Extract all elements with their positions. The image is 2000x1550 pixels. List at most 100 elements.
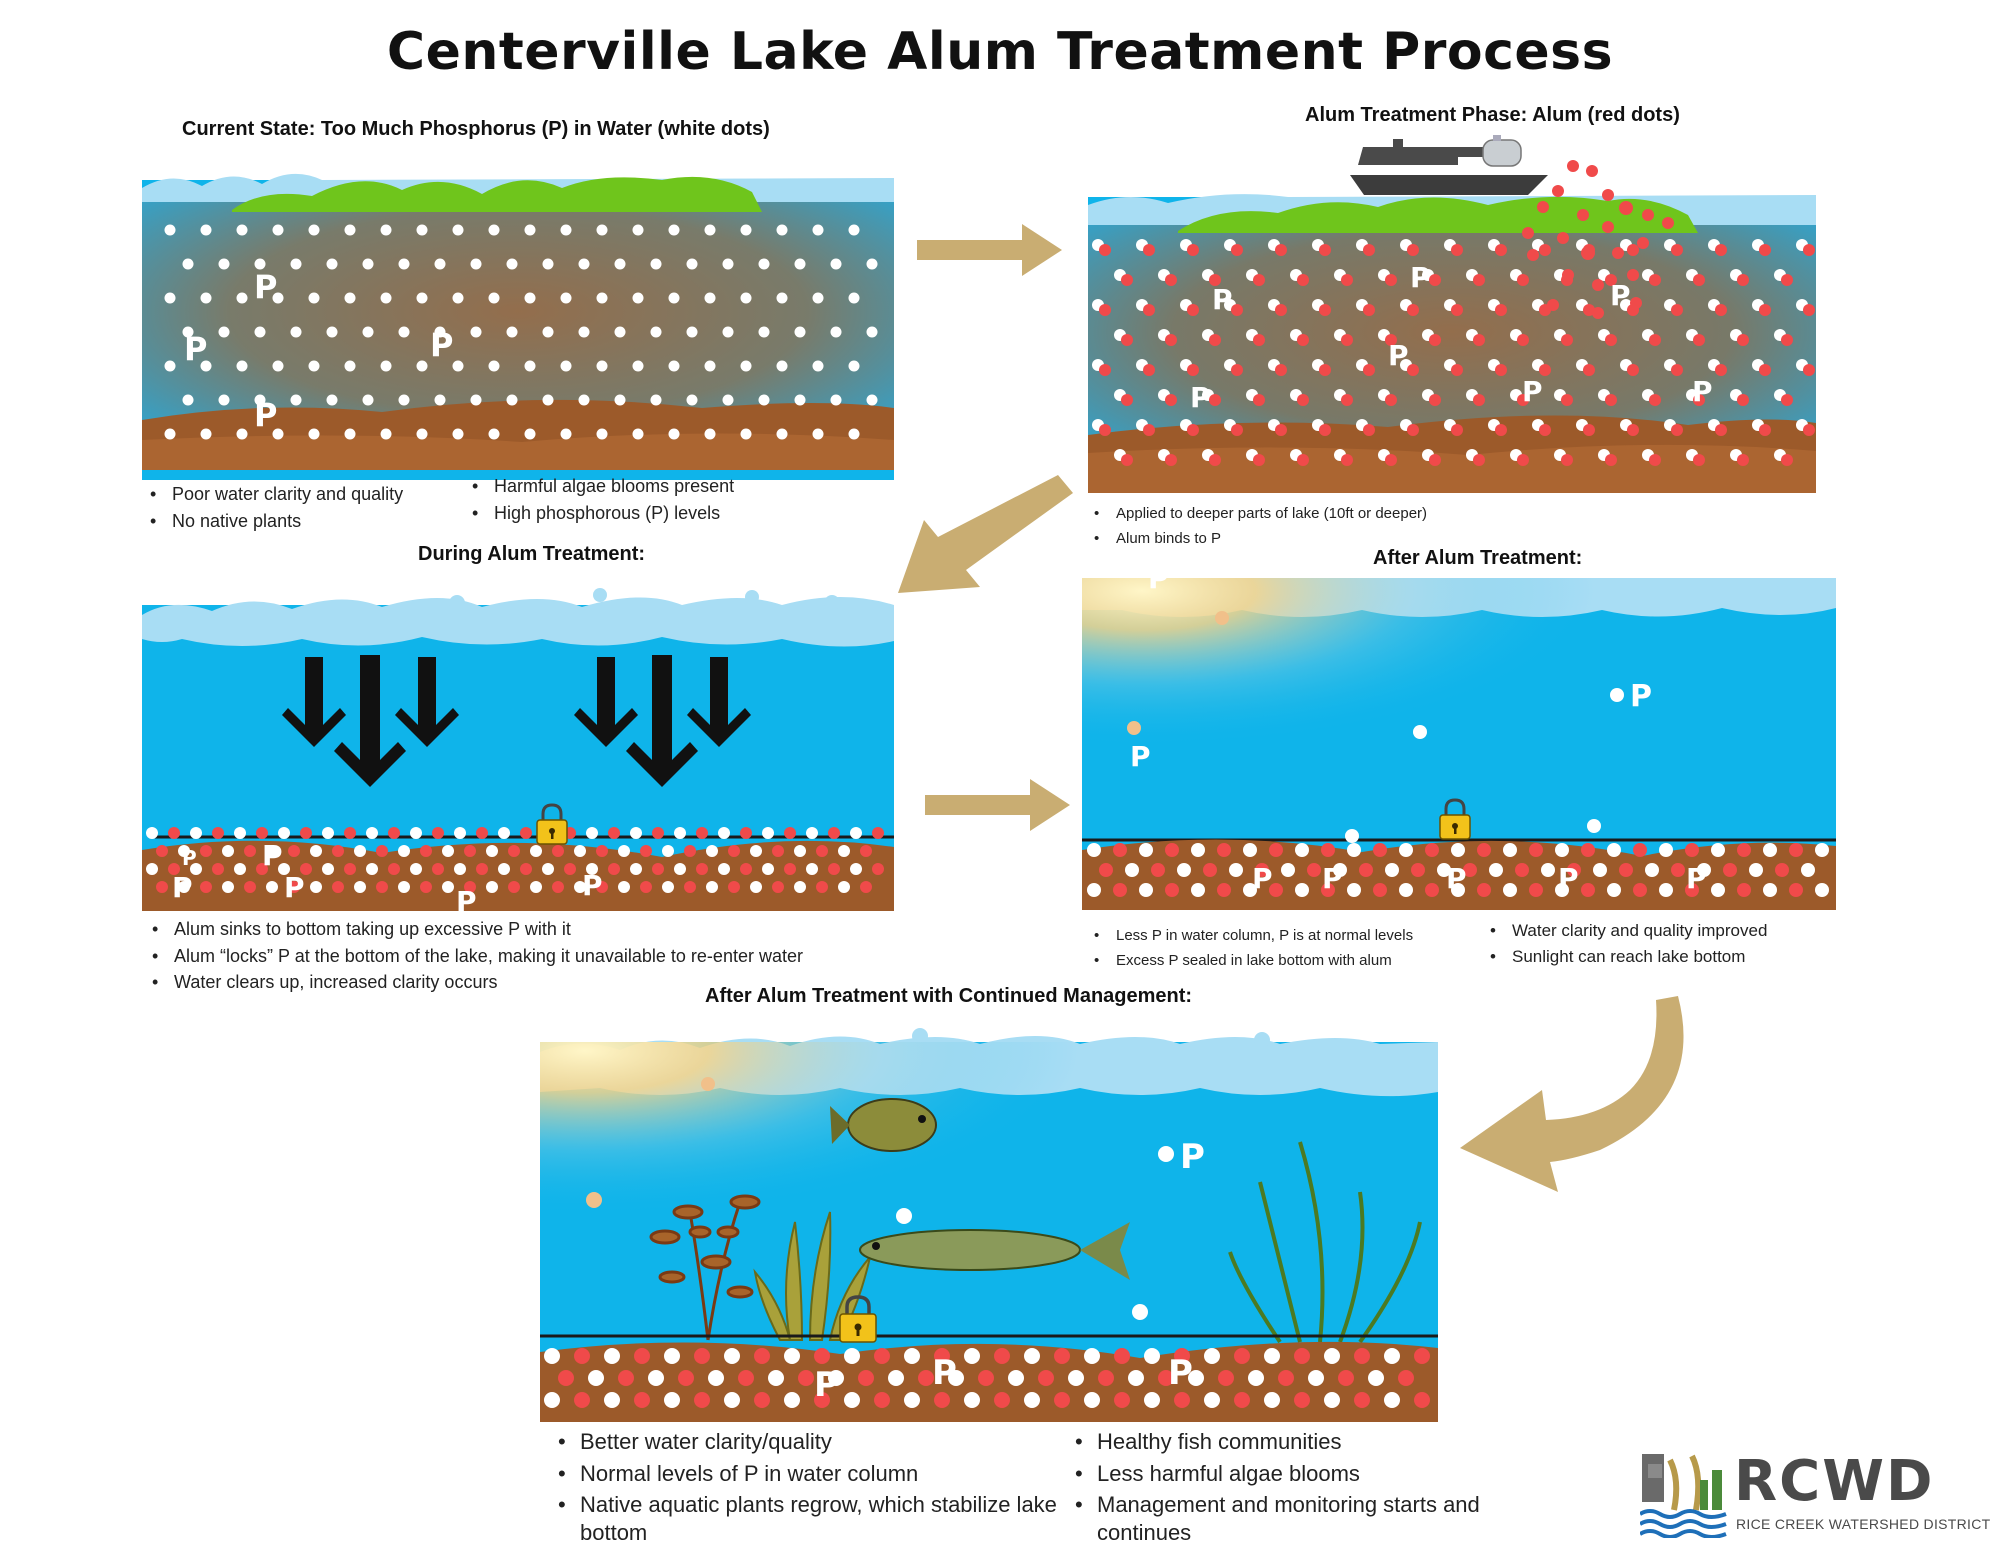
phosphorus-dot xyxy=(1645,863,1659,877)
phosphorus-dot xyxy=(506,394,518,406)
phosphorus-dot xyxy=(524,224,536,236)
phosphorus-dot xyxy=(290,258,302,270)
alum-dot xyxy=(1143,424,1155,436)
alum-dot xyxy=(1411,863,1425,877)
panel-after-illustration: P P P P P P P P xyxy=(1082,578,1836,910)
alum-dot xyxy=(1359,863,1373,877)
alum-dot xyxy=(1354,1348,1370,1364)
fish-icon xyxy=(830,1098,937,1152)
phosphorus-dot xyxy=(290,394,302,406)
alum-dot xyxy=(978,1370,994,1386)
phosphorus-dot xyxy=(308,224,320,236)
alum-dot xyxy=(1297,334,1309,346)
phosphorus-dot xyxy=(266,845,278,857)
alum-dot xyxy=(1685,843,1699,857)
phosphorus-dot xyxy=(662,881,674,893)
phosphorus-dot xyxy=(488,224,500,236)
alum-dot xyxy=(1143,244,1155,256)
alum-dot xyxy=(608,827,620,839)
phosphorus-dot xyxy=(812,360,824,372)
alum-dot xyxy=(872,863,884,875)
phosphorus-dot xyxy=(596,224,608,236)
alum-dot xyxy=(288,881,300,893)
alum-dot xyxy=(1363,244,1375,256)
alum-dot xyxy=(1671,424,1683,436)
phosphorus-dot xyxy=(1399,883,1413,897)
alum-dot xyxy=(1321,883,1335,897)
phosphorus-dot xyxy=(542,863,554,875)
alum-dot xyxy=(1151,863,1165,877)
phosphorus-dot xyxy=(272,360,284,372)
phosphorus-dot xyxy=(530,881,542,893)
alum-dot xyxy=(874,1348,890,1364)
alum-dot xyxy=(1414,1392,1430,1408)
alum-dot xyxy=(168,827,180,839)
phosphorus-dot xyxy=(222,845,234,857)
phosphorus-dot xyxy=(866,258,878,270)
alum-dot xyxy=(1174,1392,1190,1408)
phosphorus-dot xyxy=(762,863,774,875)
alum-dot xyxy=(1473,274,1485,286)
phosphorus-dot xyxy=(326,394,338,406)
plant-icon xyxy=(1228,1141,1422,1344)
phosphorus-dot xyxy=(398,326,410,338)
phosphorus-dot xyxy=(488,292,500,304)
p-labels: P P P P P P P xyxy=(1190,261,1713,414)
phosphorus-dot xyxy=(596,360,608,372)
phosphorus-dot xyxy=(278,863,290,875)
alum-dot xyxy=(1477,883,1491,897)
alum-dot xyxy=(464,845,476,857)
phosphorus-dot xyxy=(850,827,862,839)
phosphorus-dot xyxy=(812,292,824,304)
phosphorus-dot xyxy=(668,428,680,440)
alum-dot xyxy=(1495,424,1507,436)
alum-dot xyxy=(300,863,312,875)
alum-dot xyxy=(1203,863,1217,877)
svg-text:P: P xyxy=(182,846,197,870)
phosphorus-dot xyxy=(740,292,752,304)
phosphorus-dot xyxy=(1333,863,1347,877)
phosphorus-dot xyxy=(848,360,860,372)
alum-dot xyxy=(1605,334,1617,346)
alum-dot xyxy=(740,827,752,839)
phosphorus-dot xyxy=(560,360,572,372)
phosphorus-dot xyxy=(664,1392,680,1408)
phosphorus-dot xyxy=(740,360,752,372)
phosphorus-dot xyxy=(686,326,698,338)
alum-dot xyxy=(420,881,432,893)
alum-dot xyxy=(1567,863,1581,877)
logo-name: RCWD xyxy=(1734,1449,1935,1514)
phosphorus-dot xyxy=(380,292,392,304)
panel-current-bullets-right: Harmful algae blooms present High phosph… xyxy=(470,475,770,528)
bullet: Applied to deeper parts of lake (10ft or… xyxy=(1092,505,1592,524)
panel-after-bullets-left: Less P in water column, P is at normal l… xyxy=(1092,927,1492,977)
alum-dot xyxy=(200,881,212,893)
alum-dot xyxy=(1737,883,1751,897)
alum-dot xyxy=(1517,334,1529,346)
alum-dot xyxy=(684,881,696,893)
alum-dot xyxy=(1789,883,1803,897)
phosphorus-dot xyxy=(668,360,680,372)
alum-dot xyxy=(256,827,268,839)
phosphorus-dot xyxy=(706,845,718,857)
alum-dot xyxy=(1425,883,1439,897)
phosphorus-dot xyxy=(290,326,302,338)
alum-dot xyxy=(754,1348,770,1364)
alum-dot xyxy=(1038,1370,1054,1386)
alum-dot xyxy=(1737,394,1749,406)
alum-dot xyxy=(1231,424,1243,436)
alum-dot xyxy=(652,863,664,875)
svg-text:P: P xyxy=(1180,1137,1205,1177)
phosphorus-dot xyxy=(812,428,824,440)
alum-dot xyxy=(1231,304,1243,316)
free-phosphorus xyxy=(1127,611,1624,843)
alum-dot xyxy=(288,845,300,857)
phosphorus-dot xyxy=(722,394,734,406)
alum-dot xyxy=(596,881,608,893)
alum-dot xyxy=(1539,364,1551,376)
alum-dot xyxy=(1385,334,1397,346)
alum-dot xyxy=(872,827,884,839)
phosphorus-dot xyxy=(1451,883,1465,897)
phosphorus-dot xyxy=(630,863,642,875)
phosphorus-dot xyxy=(686,394,698,406)
